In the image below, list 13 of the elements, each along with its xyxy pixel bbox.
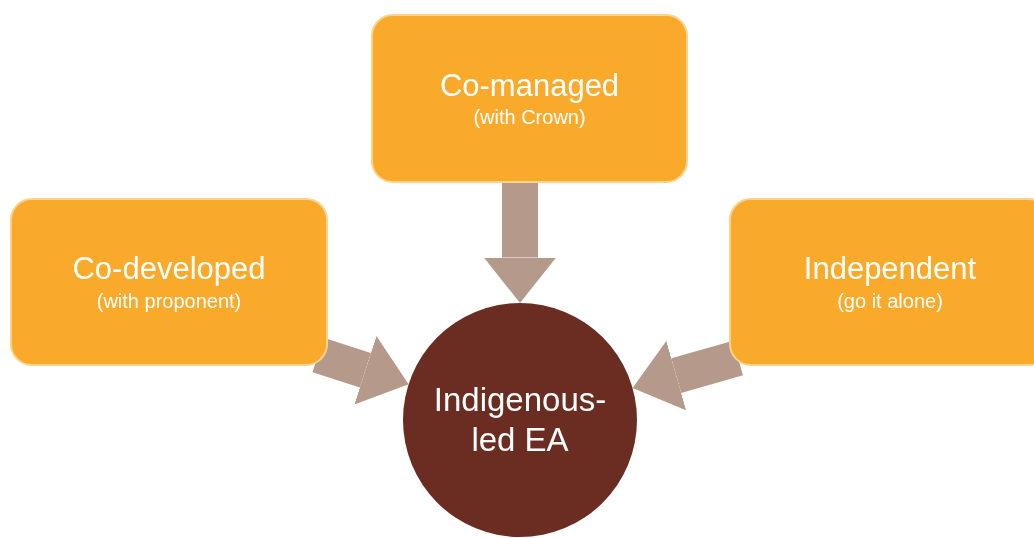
rounded-box [729,198,1034,366]
rounded-box [371,14,688,183]
box-subtitle: (with Crown) [473,105,586,131]
block-arrow [484,183,556,303]
block-arrow [312,336,409,405]
box-subtitle: (go it alone) [837,288,943,314]
box-subtitle: (with proponent) [96,288,242,314]
block-arrow [632,340,743,411]
rounded-box [10,198,328,366]
box-title: Co-developed [72,250,266,288]
box-title: Independent [803,250,977,288]
box-title: Co-managed [439,66,620,105]
node-title: Indigenous-led EA [432,380,608,460]
